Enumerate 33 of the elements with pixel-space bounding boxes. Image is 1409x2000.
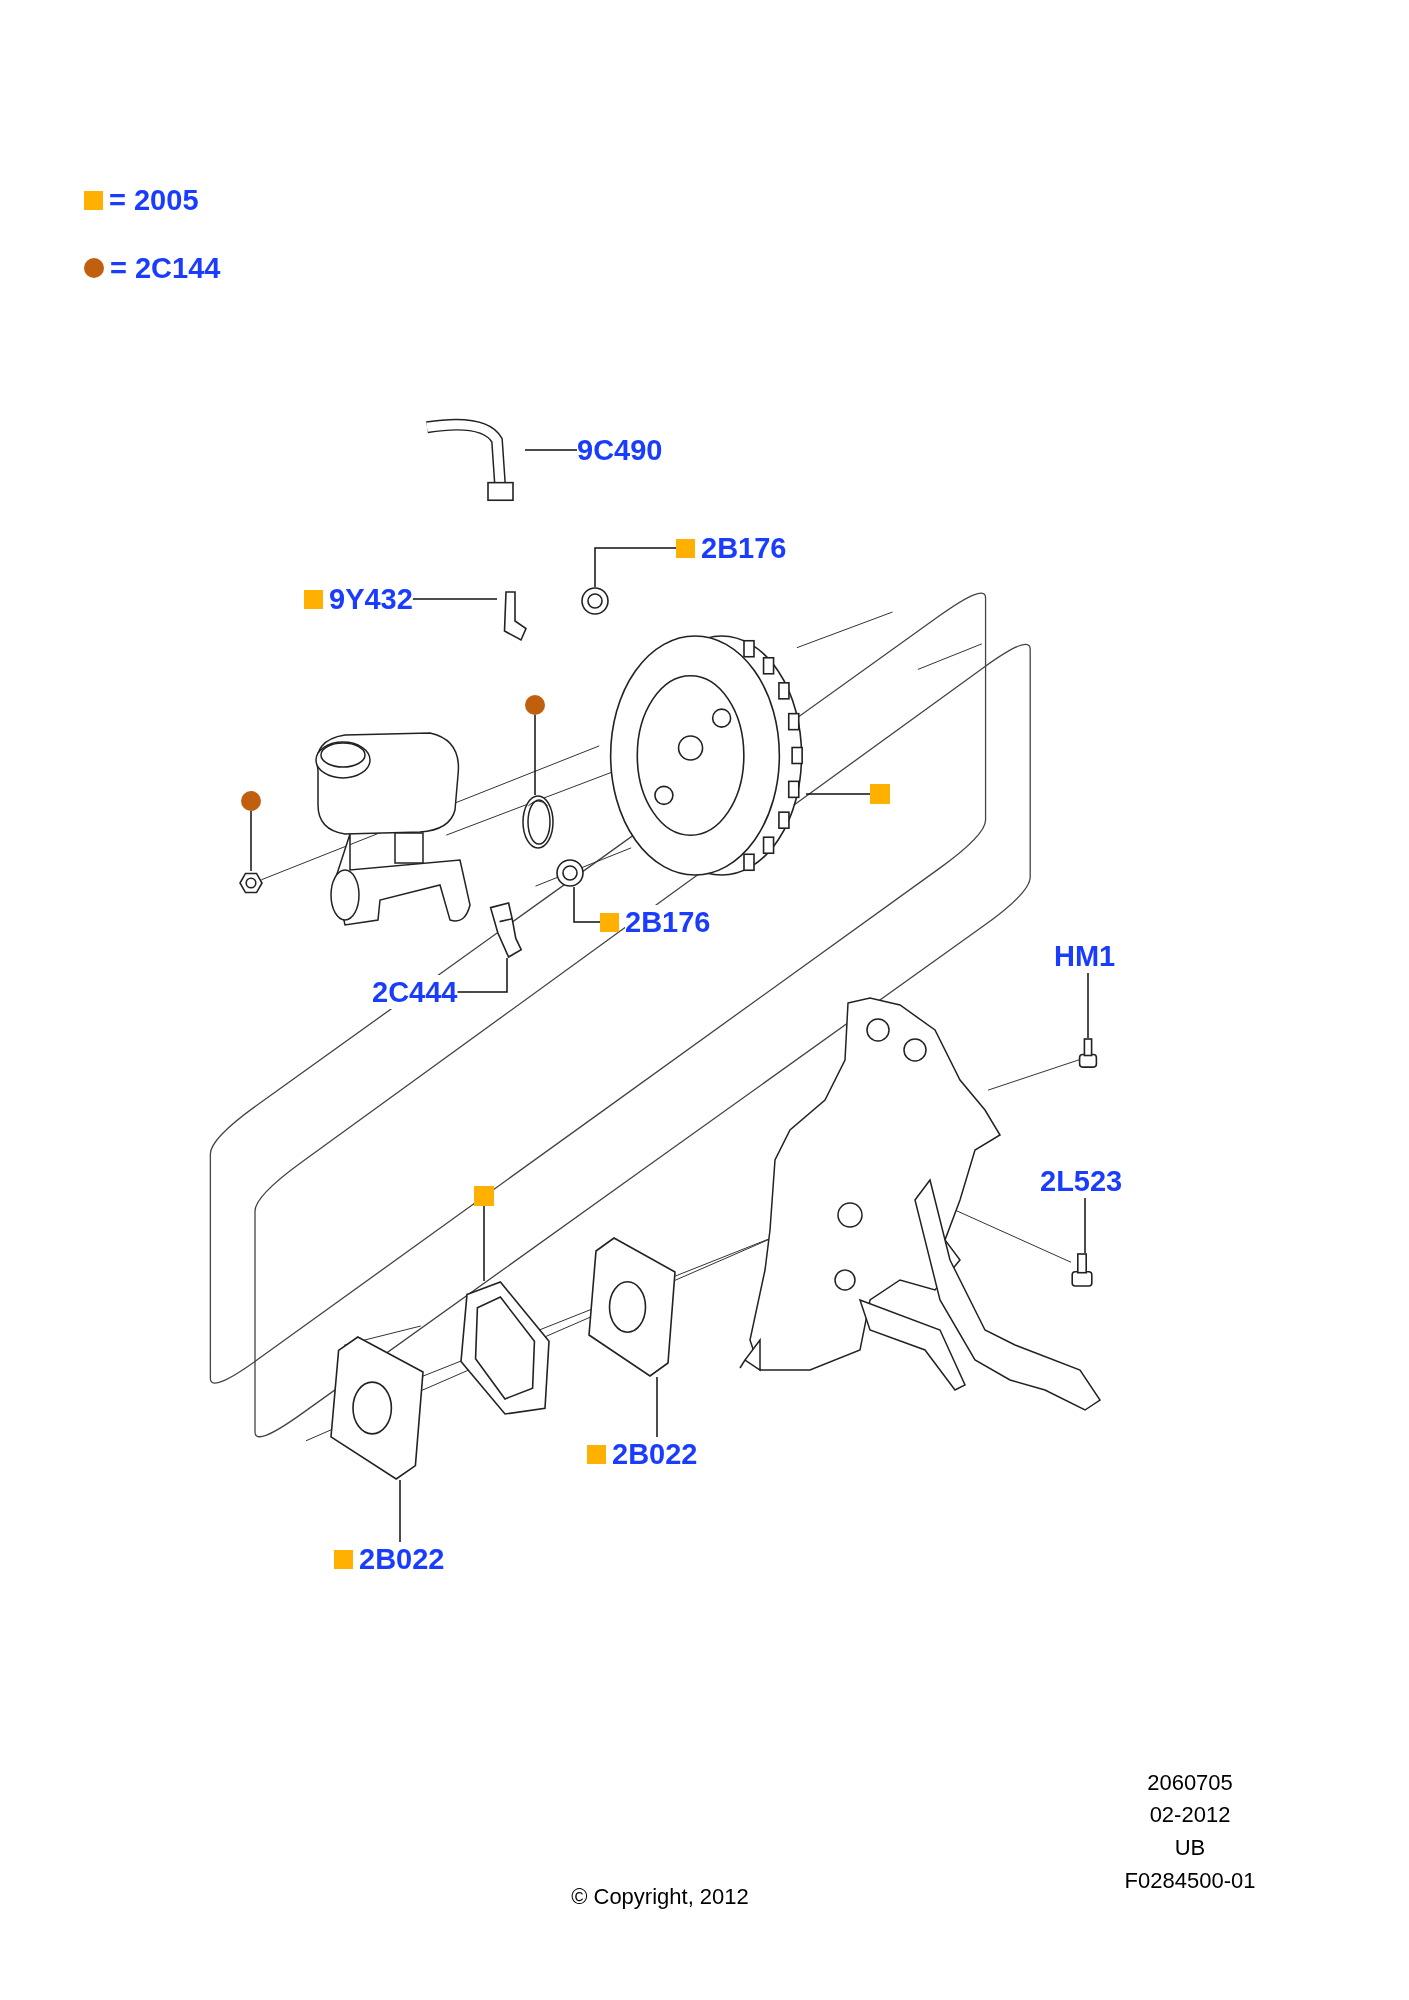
key-marker-icon bbox=[525, 695, 545, 715]
leader-line bbox=[656, 1376, 658, 1438]
reference-note: UB bbox=[1174, 1835, 1206, 1861]
nut-drawing bbox=[239, 871, 263, 895]
bolt-drawing bbox=[1076, 1038, 1100, 1068]
valve-drawing bbox=[487, 902, 523, 958]
key-marker-icon bbox=[870, 784, 890, 804]
callout-number: 2C444 bbox=[372, 975, 458, 1009]
leader-line bbox=[250, 810, 252, 872]
key-marker-icon bbox=[241, 791, 261, 811]
leader-line bbox=[573, 886, 601, 923]
seal-ring-drawing bbox=[522, 795, 554, 849]
leader-line bbox=[805, 793, 871, 795]
copyright-note: © Copyright, 2012 bbox=[571, 1884, 749, 1910]
leader-line bbox=[1087, 972, 1089, 1039]
reference-note: 02-2012 bbox=[1149, 1802, 1231, 1828]
leader-line bbox=[1084, 1197, 1086, 1254]
grommet-drawing bbox=[556, 859, 584, 887]
bolt-drawing bbox=[1068, 1253, 1096, 1287]
gasket-drawing bbox=[329, 1336, 425, 1480]
leader-line bbox=[483, 1205, 485, 1282]
leader-line bbox=[594, 547, 677, 588]
leader-line bbox=[399, 1479, 401, 1543]
leader-line bbox=[456, 957, 508, 993]
reference-note: F0284500-01 bbox=[1124, 1868, 1256, 1894]
spacer-drawing bbox=[459, 1281, 551, 1415]
leader-line bbox=[412, 598, 498, 600]
gasket-drawing bbox=[587, 1237, 677, 1377]
leader-line bbox=[534, 714, 536, 796]
leader-line bbox=[524, 449, 578, 451]
reference-note: 2060705 bbox=[1147, 1770, 1233, 1796]
key-marker-icon bbox=[474, 1186, 494, 1206]
grommet-drawing bbox=[581, 587, 609, 615]
